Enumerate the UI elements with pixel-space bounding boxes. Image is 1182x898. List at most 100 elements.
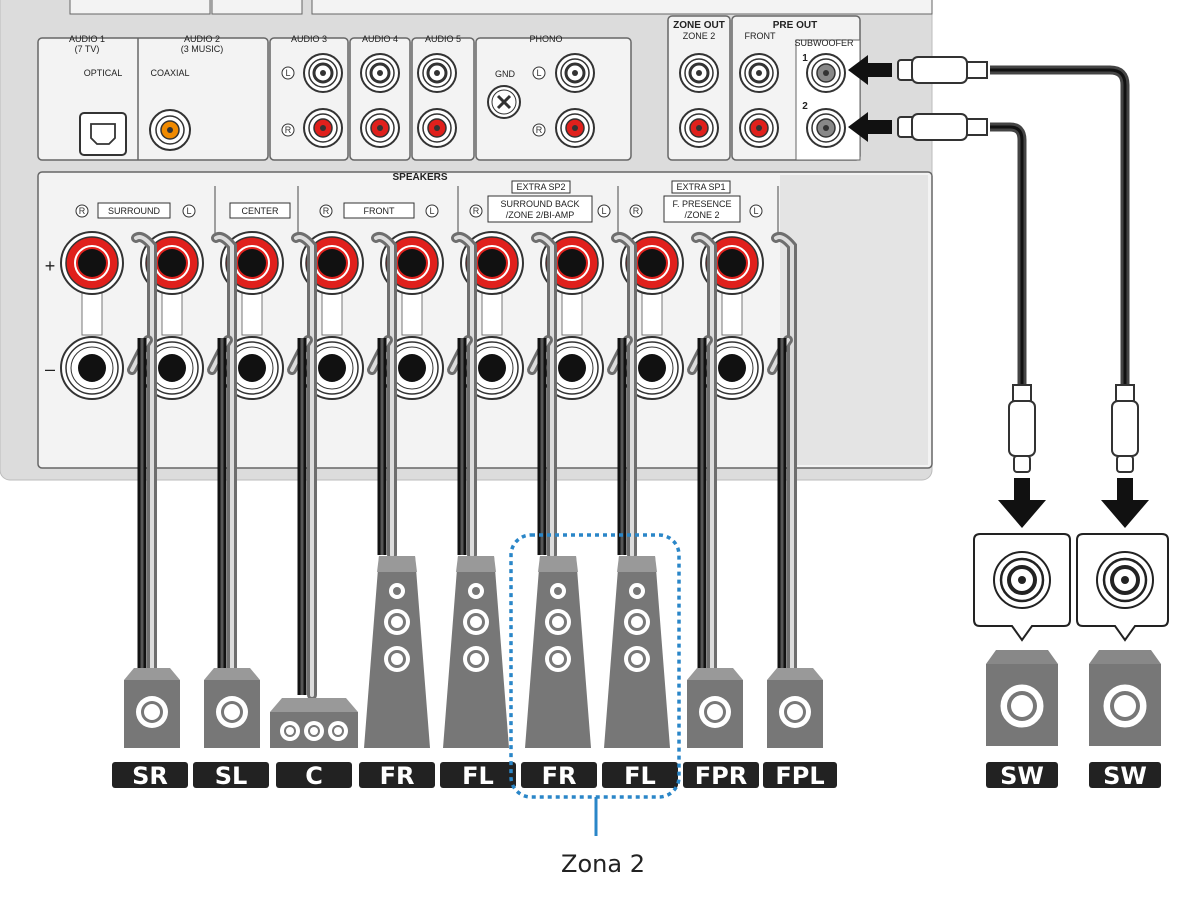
surround-label: SURROUND [108,206,161,216]
speaker-tag-label: FL [462,762,494,790]
zone2-left-jack[interactable] [678,52,720,94]
svg-text:R: R [536,125,543,135]
audio4-left-jack[interactable] [359,52,401,94]
audio5-title: AUDIO 5 [425,34,461,44]
phono-lr-markers: L R [532,66,546,137]
svg-text:R: R [473,206,480,216]
subwoofer-tag-2: SW [1103,762,1147,790]
speaker-tag-3: C [276,762,352,790]
zone-out-sub: ZONE 2 [683,31,716,41]
zone2-right-jack[interactable] [679,108,719,148]
speaker-cable-5 [447,232,477,560]
svg-text:L: L [536,68,541,78]
svg-text:L: L [429,206,434,216]
surround-right-speaker [124,668,180,748]
speaker-cable-2 [207,232,237,673]
surround-left-speaker [204,668,260,748]
phono-left-jack[interactable] [554,52,596,94]
surround-back-left-terminal[interactable] [540,231,604,400]
insert-arrow-1 [848,55,892,85]
audio2-title: AUDIO 2 [184,34,220,44]
svg-text:L: L [601,206,606,216]
presence-right-speaker [687,668,743,748]
minus-marker-left: – [45,359,55,379]
subwoofer-2-jack[interactable] [806,108,846,148]
speaker-tag-9: FPL [763,762,837,790]
phono-gnd-screw[interactable] [487,85,521,119]
subwoofer-1 [973,533,1071,746]
speaker-tag-label: SL [215,762,248,790]
presence-left-speaker [767,668,823,748]
speaker-lr-markers: R L R L R L R L [75,204,763,218]
surround-left-terminal[interactable] [140,231,204,400]
surround-right-terminal[interactable] [60,231,124,400]
pre-out-panel: ZONE OUT ZONE 2 PRE OUT FRONT SUBWOOFER … [667,15,861,161]
speaker-tag-2: SL [193,762,269,790]
center-terminal[interactable] [220,231,284,400]
subwoofer-cables [848,55,1149,528]
audio3-left-jack[interactable] [302,52,344,94]
subwoofer-1-jack[interactable] [806,53,846,93]
speaker-cable-9 [767,232,797,673]
zone2-front-right-speaker [525,556,591,748]
phono-right-jack[interactable] [555,108,595,148]
extra-sp1-label: EXTRA SP1 [676,182,725,192]
speaker-tag-label: C [305,762,323,790]
zone2-caption: Zona 2 [561,850,645,878]
audio2-type: COAXIAL [150,68,189,78]
speaker-cables [127,232,797,700]
plus-marker-left: + [45,256,56,276]
presence-left-terminal[interactable] [700,231,764,400]
zone2-highlight: Zona 2 [509,533,681,878]
insert-arrow-2 [848,112,892,142]
down-arrow-1 [998,478,1046,528]
svg-text:L: L [186,206,191,216]
pre-out-subwoofer: SUBWOOFER [794,38,854,48]
speaker-cable-4 [367,232,397,560]
speaker-tag-7: FL [602,762,678,790]
front-right-terminal[interactable] [300,231,364,400]
down-arrow-2 [1101,478,1149,528]
subwoofer-plug-3 [1008,384,1036,473]
speaker-tag-label: FPL [775,762,824,790]
presence-right-terminal[interactable] [620,231,684,400]
audio3-right-jack[interactable] [303,108,343,148]
zone2-front-left-speaker [604,556,670,748]
svg-text:R: R [323,206,330,216]
subwoofer-2 [1076,533,1169,746]
speaker-cable-7 [607,232,637,560]
speaker-tag-label: FL [624,762,656,790]
surround-back-right-terminal[interactable] [460,231,524,400]
phono-title: PHONO [529,34,562,44]
speaker-tag-label: FR [380,762,415,790]
speaker-tag-8: FPR [683,762,759,790]
audio5-right-jack[interactable] [417,108,457,148]
subwoofer-2-mark: 2 [802,101,808,112]
speakers-panel: SPEAKERS SURROUND CENTER FRONT EXTRA SP2… [37,171,933,469]
speaker-tag-label: SR [132,762,168,790]
svg-text:R: R [633,206,640,216]
svg-text:R: R [285,125,292,135]
coaxial-port[interactable] [149,109,191,151]
speakers-row [124,556,823,748]
audio5-left-jack[interactable] [416,52,458,94]
front-right-speaker [364,556,430,748]
front-left-jack[interactable] [738,52,780,94]
speakers-title: SPEAKERS [392,172,447,183]
front-right-jack[interactable] [739,108,779,148]
extra-sp2-label: EXTRA SP2 [516,182,565,192]
svg-text:L: L [285,68,290,78]
optical-port[interactable] [79,112,127,156]
audio4-right-jack[interactable] [360,108,400,148]
center-label: CENTER [241,206,279,216]
audio3-title: AUDIO 3 [291,34,327,44]
front-left-terminal[interactable] [380,231,444,400]
speaker-cable-3 [287,232,317,700]
zone-out-title: ZONE OUT [673,20,725,31]
center-speaker [270,698,358,748]
subwoofer-tag-1: SW [1000,762,1044,790]
svg-text:R: R [79,206,86,216]
subwoofer-plug-2 [897,113,988,141]
speaker-tag-5: FL [440,762,516,790]
front-label: FRONT [364,206,395,216]
